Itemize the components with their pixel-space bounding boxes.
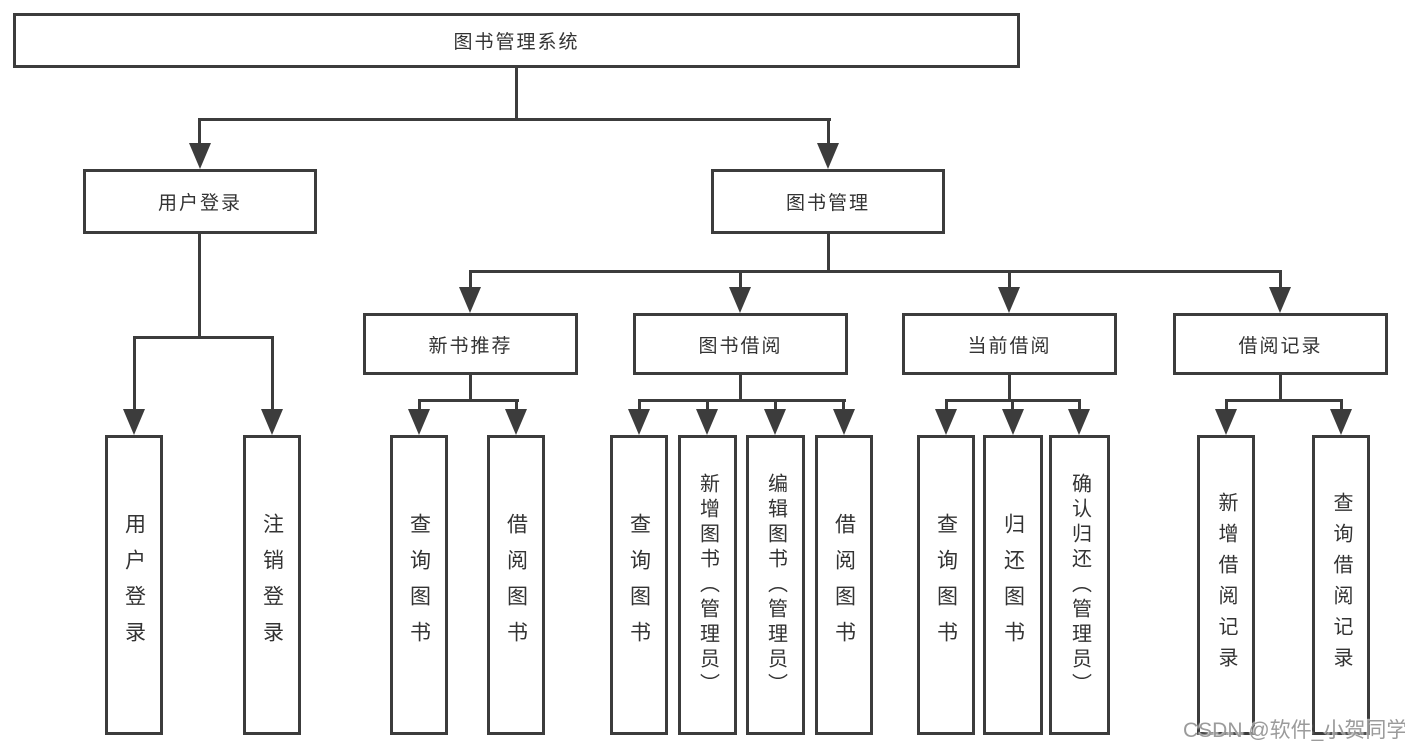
arrowhead-down-icon xyxy=(1068,409,1090,435)
arrowhead-down-icon xyxy=(123,409,145,435)
leaf-borrow-books: 借阅图书 xyxy=(815,435,873,735)
connector-vline xyxy=(271,336,274,411)
leaf-label: 编辑图书（管理员） xyxy=(764,472,787,698)
leaf-label: 注销登录 xyxy=(260,513,284,657)
leaf-label: 借阅图书 xyxy=(832,513,856,657)
arrowhead-down-icon xyxy=(1269,287,1291,313)
connector-vline xyxy=(1011,399,1014,411)
arrowhead-down-icon xyxy=(764,409,786,435)
arrowhead-down-icon xyxy=(833,409,855,435)
arrowhead-down-icon xyxy=(729,287,751,313)
connector-vline xyxy=(827,234,830,273)
node-label: 图书借阅 xyxy=(698,335,783,357)
leaf-label: 确认归还（管理员） xyxy=(1068,472,1091,698)
leaf-label: 查询图书 xyxy=(934,513,958,657)
leaf-return-books: 归还图书 xyxy=(983,435,1043,735)
leaf-label: 新增借阅记录 xyxy=(1215,492,1237,678)
connector-vline xyxy=(469,375,472,402)
connector-vline xyxy=(638,399,641,411)
leaf-confirm-return-admin: 确认归还（管理员） xyxy=(1049,435,1110,735)
leaf-label: 用户登录 xyxy=(122,513,146,657)
leaf-query-books-current: 查询图书 xyxy=(917,435,975,735)
connector-hline xyxy=(198,118,831,121)
leaf-label: 借阅图书 xyxy=(504,513,528,657)
node-label: 用户登录 xyxy=(157,193,242,214)
leaf-label: 查询图书 xyxy=(407,513,431,657)
arrowhead-down-icon xyxy=(505,409,527,435)
node-label: 当前借阅 xyxy=(967,335,1052,357)
node-label: 借阅记录 xyxy=(1238,335,1323,357)
node-current-borrow: 当前借阅 xyxy=(902,313,1117,375)
leaf-add-borrow-record: 新增借阅记录 xyxy=(1197,435,1255,735)
leaf-logout: 注销登录 xyxy=(243,435,301,735)
connector-vline xyxy=(515,68,518,120)
leaf-query-books-recommend: 查询图书 xyxy=(390,435,448,735)
connector-vline xyxy=(706,399,709,411)
connector-vline xyxy=(1225,399,1228,411)
connector-hline xyxy=(133,336,274,339)
arrowhead-down-icon xyxy=(459,287,481,313)
connector-vline xyxy=(739,270,742,288)
node-label: 图书管理系统 xyxy=(453,32,580,53)
connector-hline xyxy=(469,270,1281,273)
connector-vline xyxy=(1340,399,1343,411)
node-book-management: 图书管理 xyxy=(711,169,945,234)
connector-vline xyxy=(133,336,136,411)
connector-vline xyxy=(469,270,472,288)
arrowhead-down-icon xyxy=(1002,409,1024,435)
arrowhead-down-icon xyxy=(628,409,650,435)
connector-vline xyxy=(827,118,830,146)
connector-vline xyxy=(1008,270,1011,288)
connector-vline xyxy=(739,375,742,402)
leaf-query-books-borrow: 查询图书 xyxy=(610,435,668,735)
arrowhead-down-icon xyxy=(998,287,1020,313)
csdn-watermark: CSDN @软件_小贺同学 xyxy=(1183,719,1405,742)
connector-vline xyxy=(515,399,518,411)
arrowhead-down-icon xyxy=(1215,409,1237,435)
arrowhead-down-icon xyxy=(408,409,430,435)
connector-vline xyxy=(418,399,421,411)
connector-vline xyxy=(945,399,948,411)
leaf-label: 新增图书（管理员） xyxy=(696,472,719,698)
leaf-query-borrow-record: 查询借阅记录 xyxy=(1312,435,1370,735)
node-new-book-recommend: 新书推荐 xyxy=(363,313,578,375)
connector-vline xyxy=(198,234,201,339)
leaf-label: 查询借阅记录 xyxy=(1330,492,1352,678)
arrowhead-down-icon xyxy=(817,143,839,169)
connector-vline xyxy=(1279,270,1282,288)
arrowhead-down-icon xyxy=(935,409,957,435)
node-label: 新书推荐 xyxy=(428,335,513,357)
arrowhead-down-icon xyxy=(189,143,211,169)
connector-vline xyxy=(1008,375,1011,402)
leaf-add-book-admin: 新增图书（管理员） xyxy=(678,435,737,735)
leaf-borrow-books-recommend: 借阅图书 xyxy=(487,435,545,735)
node-label: 图书管理 xyxy=(785,193,870,214)
node-borrow-record: 借阅记录 xyxy=(1173,313,1388,375)
connector-vline xyxy=(1078,399,1081,411)
node-book-borrow: 图书借阅 xyxy=(633,313,848,375)
connector-hline xyxy=(1225,399,1343,402)
leaf-user-login: 用户登录 xyxy=(105,435,163,735)
node-root-library-system: 图书管理系统 xyxy=(13,13,1020,68)
connector-hline xyxy=(638,399,846,402)
leaf-edit-book-admin: 编辑图书（管理员） xyxy=(746,435,805,735)
leaf-label: 归还图书 xyxy=(1001,513,1025,657)
arrowhead-down-icon xyxy=(1330,409,1352,435)
arrowhead-down-icon xyxy=(696,409,718,435)
connector-vline xyxy=(842,399,845,411)
connector-vline xyxy=(774,399,777,411)
connector-vline xyxy=(1279,375,1282,402)
connector-vline xyxy=(198,118,201,146)
leaf-label: 查询图书 xyxy=(627,513,651,657)
node-user-login: 用户登录 xyxy=(83,169,317,234)
arrowhead-down-icon xyxy=(261,409,283,435)
connector-hline xyxy=(418,399,519,402)
